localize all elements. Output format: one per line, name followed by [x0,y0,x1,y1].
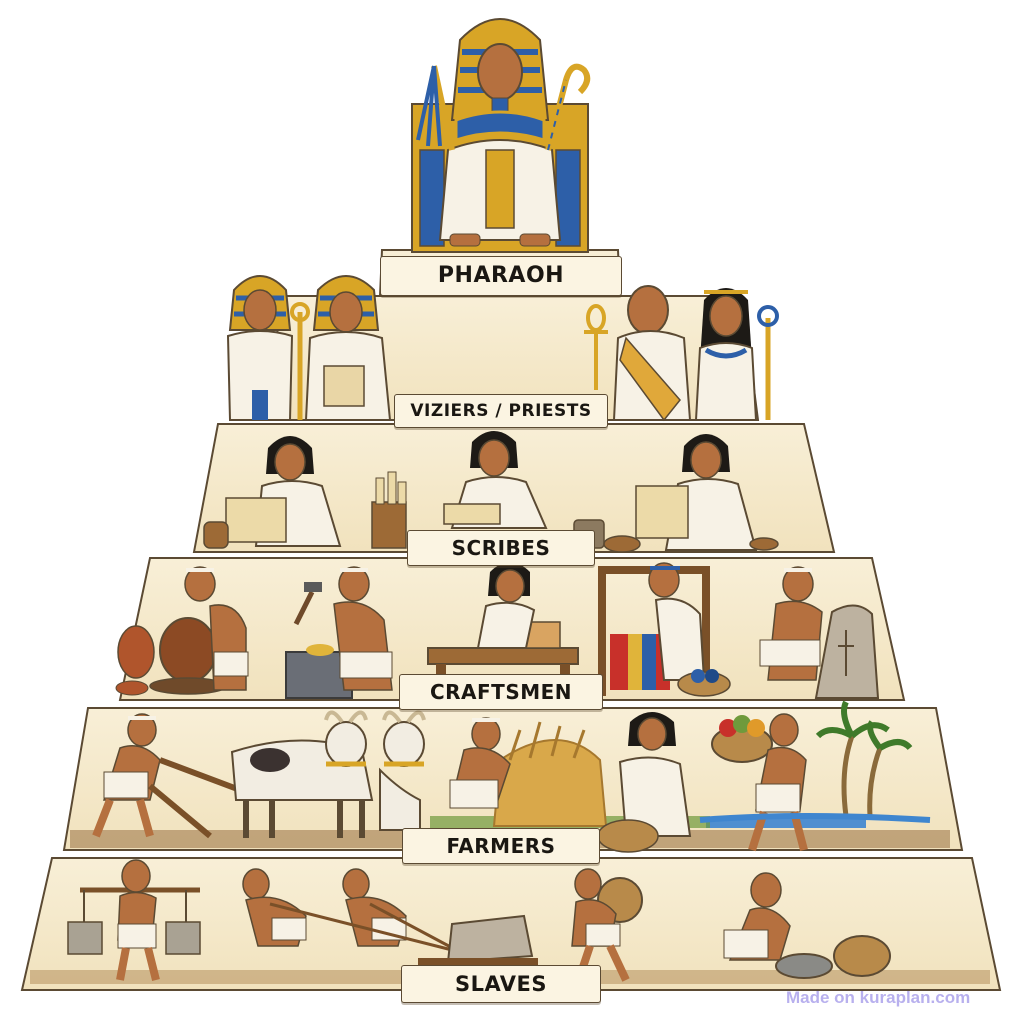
pharaoh-on-throne-icon [411,18,589,253]
scribe-writing-icon [635,434,758,551]
watermark-link[interactable]: Made on kuraplan.com [786,988,971,1007]
wheat-harvester-icon [449,712,692,853]
scribe-writing-icon [225,436,342,547]
priestess-icon [694,288,779,421]
palm-trees-icon [815,700,913,817]
irrigation-canal-icon [699,813,931,823]
tier-label-craftsmen: CRAFTSMEN [399,674,603,710]
scroll-jar-icon [371,471,407,549]
plowman-icon [92,713,242,839]
tier-label-pharaoh: PHARAOH [380,256,622,296]
potter-icon [115,566,249,696]
oxen-icon [230,710,426,838]
basket-carrier-icon [711,713,808,852]
metalworker-icon [285,566,393,699]
priest-with-ankh-icon [584,285,692,422]
tier-label-viziers-priests: VIZIERS / PRIESTS [394,394,608,428]
vizier-with-scroll-icon [304,275,392,421]
stone-carver-icon [759,566,880,699]
vizier-icon [226,275,310,421]
carpenter-icon [427,562,579,694]
tier-label-slaves: SLAVES [401,965,601,1003]
tier-label-scribes: SCRIBES [407,530,595,566]
crook-icon [545,63,591,151]
stone-hauler-icon [242,868,538,966]
flail-icon [416,65,455,151]
grain-grinder-icon [723,872,891,979]
yoke-carrier-icon [67,859,201,981]
basket-porter-icon [571,868,643,984]
weaver-icon [598,562,731,697]
scribe-writing-icon [443,431,548,529]
tier-label-farmers: FARMERS [402,828,600,864]
